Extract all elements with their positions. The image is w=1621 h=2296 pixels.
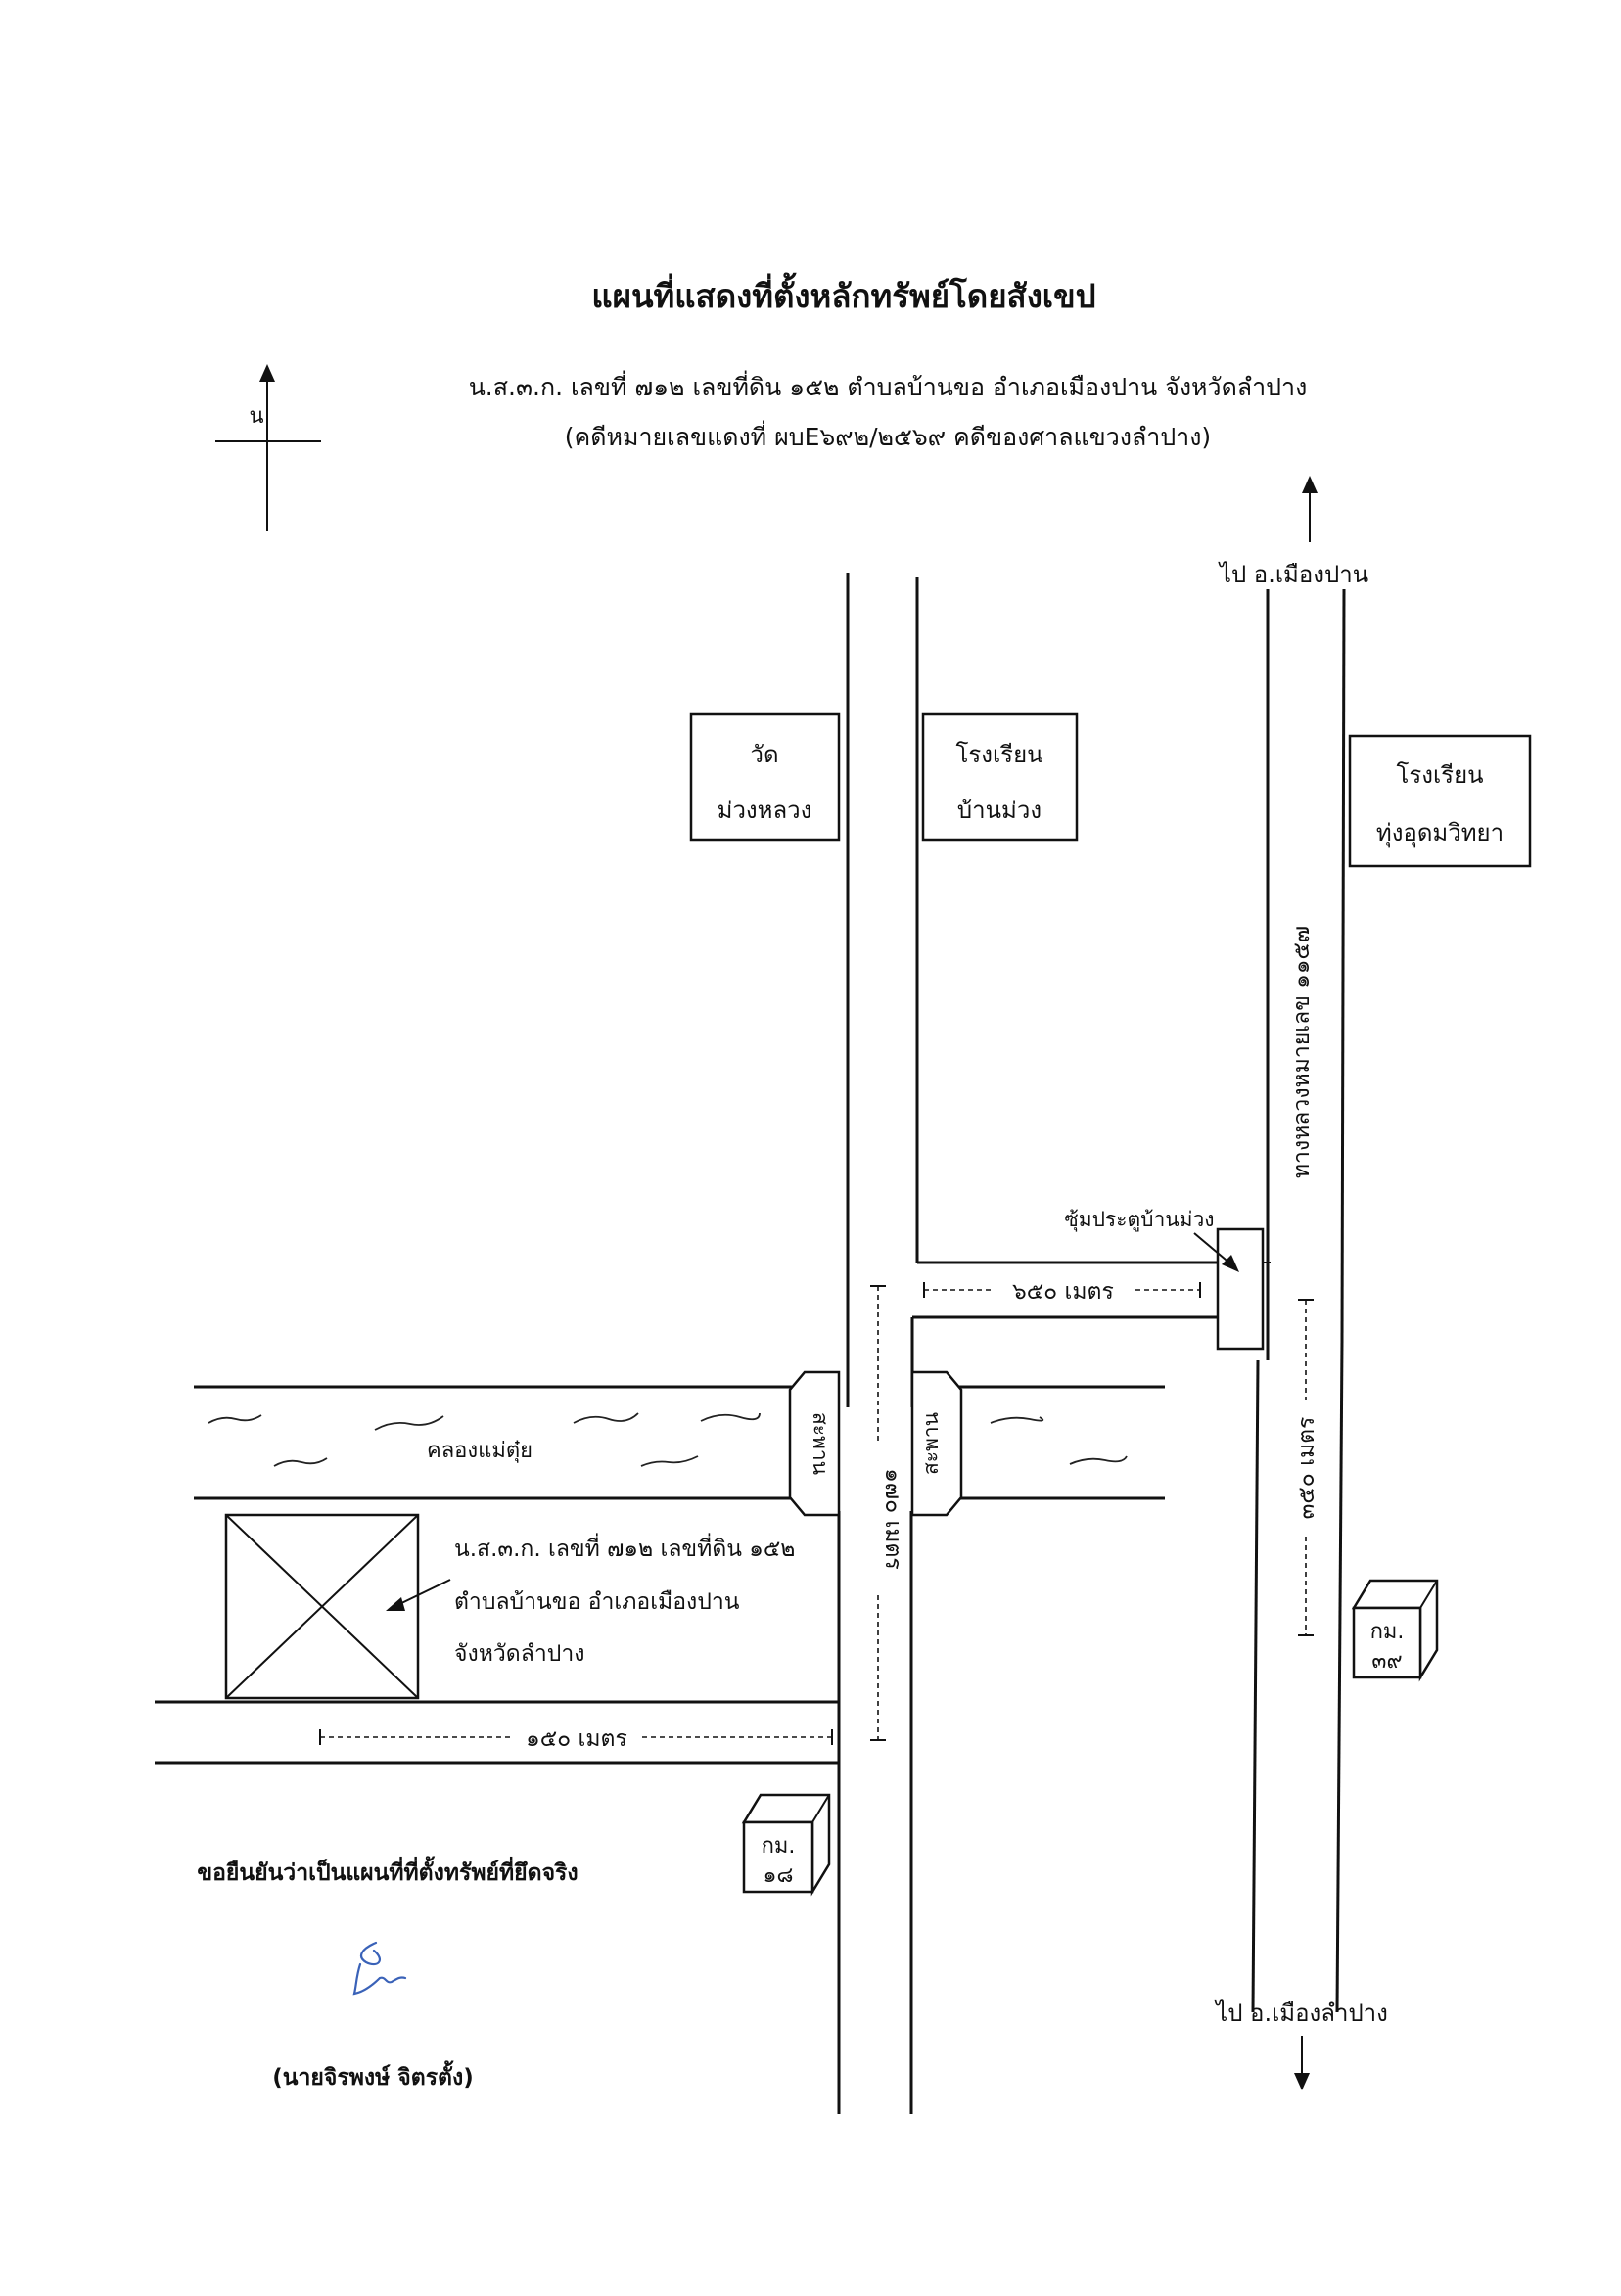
highway-label: ทางหลวงหมายเลข ๑๑๕๗ [1289, 926, 1315, 1178]
certify-text: ขอยืนยันว่าเป็นแผนที่ที่ตั้งทรัพย์ที่ยึด… [197, 1856, 578, 1886]
distance-main-road-label: ๑๗๐ เมตร [880, 1468, 905, 1570]
bridge-right-label: สะพาน [919, 1412, 943, 1475]
wat-line2: ม่วงหลวง [718, 797, 812, 824]
wat-box [689, 712, 841, 842]
km-post-18-line1: กม. [762, 1834, 796, 1859]
bridge-left: สะพาน [788, 1370, 841, 1517]
school-banmuang-line1: โรงเรียน [955, 741, 1042, 768]
distance-highway-label: ๓๕๐ เมตร [1294, 1417, 1320, 1520]
school-banmuang-line2: บ้านม่วง [957, 797, 1042, 824]
south-direction-arrow-icon [1294, 2036, 1310, 2090]
canal [194, 1385, 1165, 1500]
school-banmuang-box [921, 712, 1079, 842]
signature [352, 1941, 407, 1996]
north-arrow-icon [215, 364, 321, 531]
map-subtitle: น.ส.๓.ก. เลขที่ ๗๑๒ เลขที่ดิน ๑๕๒ ตำบลบ้… [469, 370, 1308, 401]
school-thungudom-box [1348, 734, 1532, 868]
distance-main-road [870, 1285, 886, 1741]
km-post-39-line1: กม. [1370, 1620, 1405, 1644]
distance-highway [1298, 1299, 1314, 1636]
direction-north-label: ไป อ.เมืองปาน [1218, 561, 1368, 588]
property-line1: น.ส.๓.ก. เลขที่ ๗๑๒ เลขที่ดิน ๑๕๒ [454, 1533, 795, 1562]
km-post-18 [741, 1793, 831, 1897]
distance-lower-road [319, 1729, 833, 1745]
north-direction-arrow-icon [1302, 476, 1318, 542]
property-parcel [224, 1513, 420, 1700]
case-number: (คดีหมายเลขแดงที่ ผบE๖๙๒/๒๕๖๙ คดีของศาลแ… [565, 420, 1211, 451]
km-post-39-line2: ๓๙ [1371, 1649, 1402, 1674]
bridge-left-label: สะพาน [809, 1412, 832, 1475]
direction-south-label: ไป อ.เมืองลำปาง [1214, 1999, 1388, 2027]
km-post-18-line2: ๑๘ [764, 1863, 794, 1888]
bridge-right: สะพาน [910, 1370, 963, 1517]
main-road [837, 573, 919, 2114]
gate-box [1216, 1227, 1265, 1351]
canal-label: คลองแม่ตุ๋ย [427, 1439, 533, 1463]
property-arrow-icon [386, 1579, 451, 1611]
north-label: น [249, 404, 263, 429]
gate-label: ซุ้มประตูบ้านม่วง [1065, 1208, 1215, 1232]
signer-name: (นายจิรพงษ์ จิตรตั้ง) [272, 2060, 473, 2090]
gate-road [912, 1261, 1224, 1319]
lower-road [155, 1700, 839, 1765]
property-line3: จังหวัดลำปาง [454, 1641, 584, 1667]
school-thungudom-line2: ทุ่งอุดมวิทยา [1376, 819, 1504, 848]
highway-road [1251, 588, 1346, 2013]
property-line2: ตำบลบ้านขอ อำเภอเมืองปาน [454, 1589, 740, 1615]
distance-gate-road-label: ๖๕๐ เมตร [1012, 1279, 1114, 1305]
distance-gate-road [923, 1282, 1201, 1298]
distance-lower-road-label: ๑๕๐ เมตร [526, 1726, 627, 1752]
school-thungudom-line1: โรงเรียน [1396, 761, 1483, 789]
km-post-39 [1351, 1579, 1439, 1682]
gate-arrow-icon [1193, 1232, 1239, 1272]
wat-line1: วัด [750, 741, 778, 768]
map-title: แผนที่แสดงที่ตั้งหลักทรัพย์โดยสังเขป [591, 272, 1095, 315]
